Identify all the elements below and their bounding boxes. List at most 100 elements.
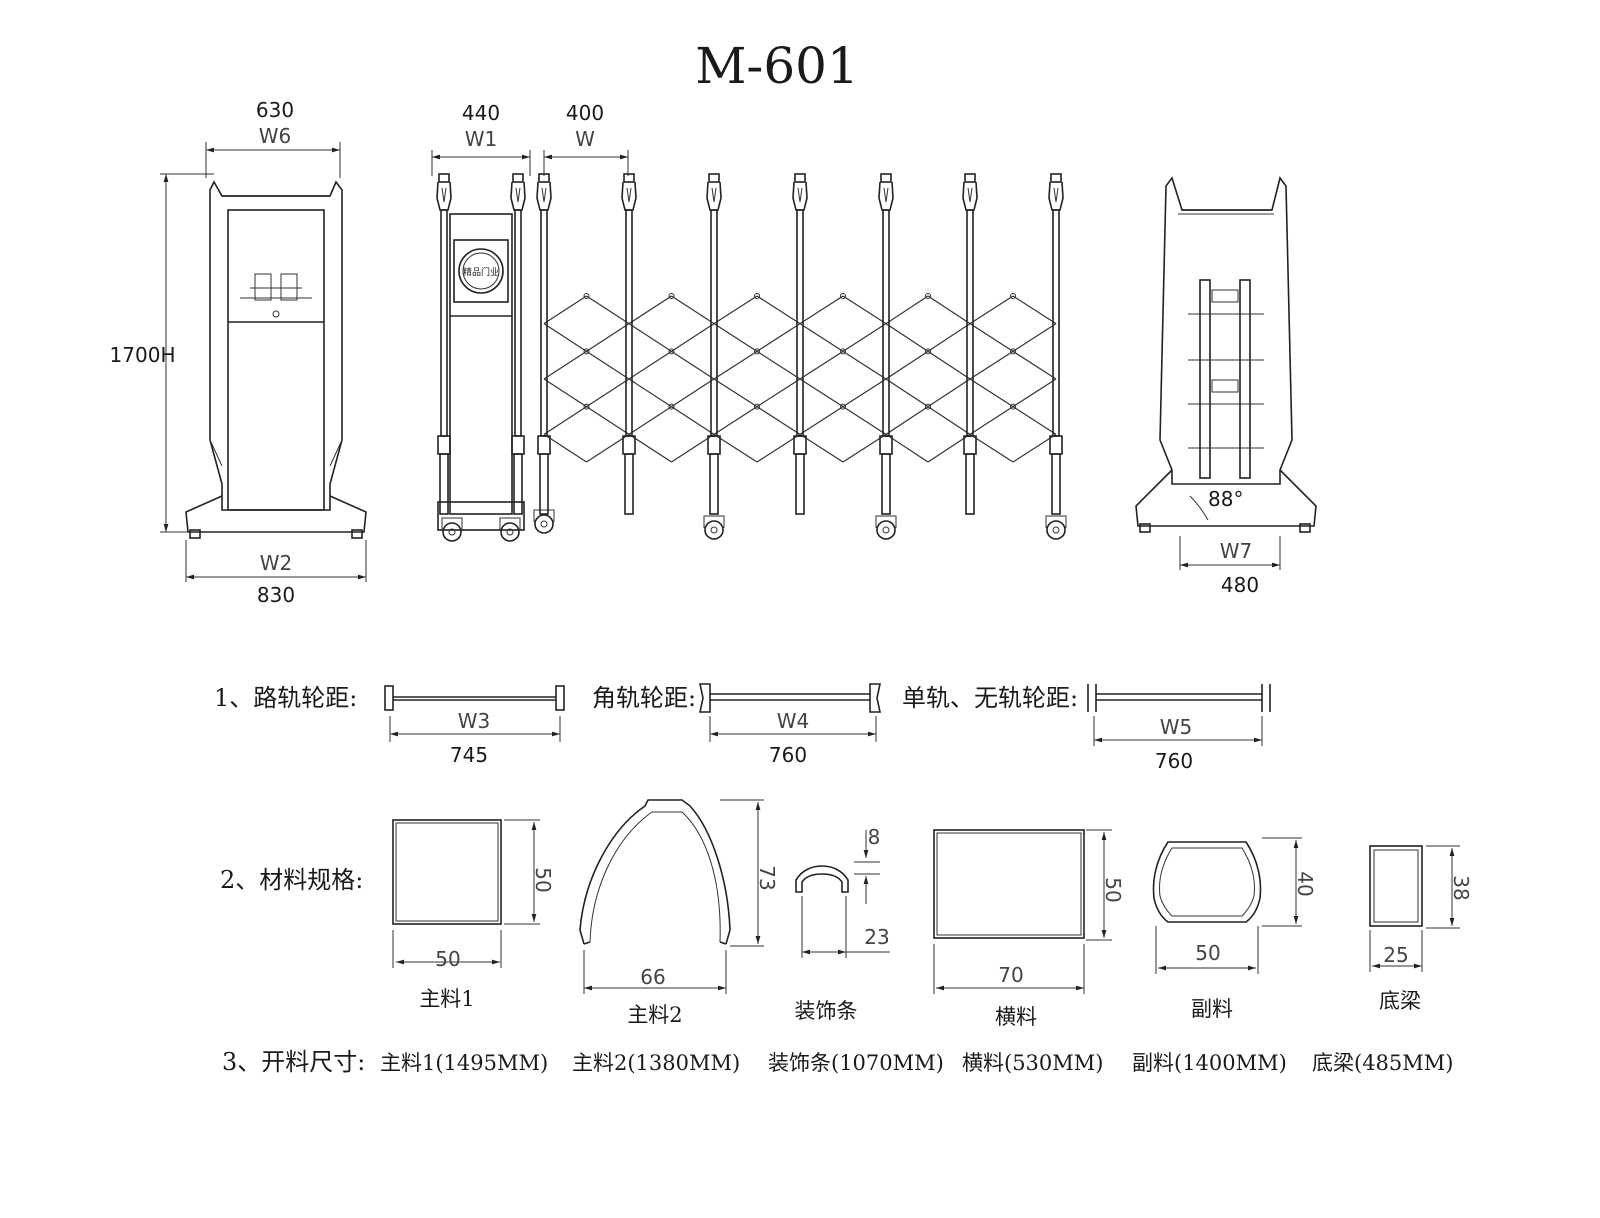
materials-row: 2、材料规格: 50 50 主料1 66 73 主料2 8: [220, 799, 1473, 1029]
sub-height: 40: [1293, 871, 1317, 896]
single-track-title: 单轨、无轨轮距:: [902, 684, 1078, 712]
cutting-item-cross: 横料(530MM): [962, 1051, 1103, 1075]
front-view: 630 W6 1700 H W2 830: [110, 98, 367, 607]
lattice-bar: [799, 378, 844, 408]
lattice-bar: [713, 323, 758, 352]
lattice-bar: [1012, 406, 1057, 435]
lattice-bar: [543, 406, 587, 435]
lattice-bar: [671, 406, 715, 435]
angle-label: 88°: [1208, 487, 1243, 511]
lattice-bar: [969, 406, 1014, 435]
lattice-bar: [628, 295, 672, 325]
w6-value: 630: [256, 98, 294, 122]
lattice-pivot: [583, 403, 590, 410]
w-value: 400: [566, 101, 604, 125]
lattice-bar: [885, 323, 929, 352]
w6-label: W6: [259, 124, 292, 148]
lattice-pivot: [754, 403, 760, 410]
w7-label: W7: [1220, 539, 1253, 563]
lattice-bar: [543, 378, 587, 408]
cross-width: 70: [998, 963, 1023, 987]
lattice-bar: [756, 406, 801, 435]
lattice-pivot: [583, 293, 590, 299]
main1-width: 50: [435, 947, 460, 971]
w4-value: 760: [769, 743, 807, 767]
lattice-bar: [628, 406, 672, 435]
lattice-bar: [543, 323, 587, 352]
lattice-pivot: [583, 348, 590, 355]
lattice-bar: [969, 350, 1014, 380]
lattice-bar: [1012, 378, 1057, 408]
lattice-pivot: [840, 293, 846, 299]
w1-value: 440: [462, 101, 500, 125]
lattice-bar: [628, 323, 672, 352]
lattice-bar: [842, 433, 887, 463]
lattice-pivot: [668, 403, 675, 410]
scissor-lattice: [543, 293, 1057, 463]
lattice-bar: [885, 433, 929, 463]
lattice-bar: [586, 433, 630, 463]
wheel-track-title: 1、路轨轮距:: [214, 684, 357, 712]
lattice-bar: [713, 378, 758, 408]
lattice-bar: [969, 295, 1014, 325]
lattice-bar: [1012, 295, 1057, 325]
lattice-bar: [628, 433, 672, 463]
w2-label: W2: [260, 551, 293, 575]
lattice-bar: [713, 350, 758, 380]
w5-label: W5: [1160, 715, 1193, 739]
main2-height: 73: [755, 865, 779, 890]
lattice-bar: [799, 350, 844, 380]
lattice-bar: [799, 433, 844, 463]
cutting-row: 3、开料尺寸: 主料1(1495MM) 主料2(1380MM) 装饰条(1070…: [222, 1048, 1453, 1076]
lattice-bar: [671, 433, 715, 463]
lattice-bar: [1012, 433, 1057, 463]
main2-caption: 主料2: [627, 1003, 682, 1027]
lattice-pivot: [925, 403, 931, 410]
end-view: 88° W7 480: [1135, 176, 1317, 597]
lattice-bar: [842, 295, 887, 325]
lattice-bar: [969, 323, 1014, 352]
lattice-bar: [1012, 350, 1057, 380]
lattice-bar: [628, 378, 672, 408]
w5-value: 760: [1155, 749, 1193, 773]
w-label: W: [575, 127, 595, 151]
lattice-bar: [756, 295, 801, 325]
lattice-bar: [927, 323, 971, 352]
lattice-bar: [885, 378, 929, 408]
lattice-bar: [927, 295, 971, 325]
lattice-bar: [885, 350, 929, 380]
lattice-bar: [586, 350, 630, 380]
lattice-bar: [927, 406, 971, 435]
lattice-bar: [799, 406, 844, 435]
lattice-bar: [586, 295, 630, 325]
w7-value: 480: [1221, 573, 1259, 597]
lattice-bar: [799, 295, 844, 325]
beam-width: 25: [1383, 943, 1408, 967]
lattice-bar: [543, 433, 587, 463]
lattice-bar: [713, 406, 758, 435]
lattice-bar: [671, 295, 715, 325]
drawing-title: M-601: [695, 37, 859, 95]
lattice-pivot: [754, 348, 760, 355]
sub-caption: 副料: [1191, 997, 1233, 1021]
lattice-pivot: [668, 293, 675, 299]
lattice-bar: [842, 406, 887, 435]
trim-caption: 装饰条: [795, 999, 858, 1023]
lattice-bar: [713, 433, 758, 463]
lattice-pivot: [754, 293, 760, 299]
lattice-bar: [671, 323, 715, 352]
cutting-item-sub: 副料(1400MM): [1132, 1051, 1287, 1075]
lattice-pivot: [840, 348, 846, 355]
lattice-bar: [628, 350, 672, 380]
lattice-bar: [756, 378, 801, 408]
materials-title: 2、材料规格:: [220, 866, 363, 894]
cross-caption: 横料: [995, 1005, 1037, 1029]
lattice-bar: [756, 350, 801, 380]
beam-height: 38: [1449, 875, 1473, 900]
lattice-bar: [842, 323, 887, 352]
lattice-bar: [671, 350, 715, 380]
w1-label: W1: [465, 127, 498, 151]
head-logo-text: 精品门业: [463, 266, 499, 278]
w3-label: W3: [458, 709, 491, 733]
height-label: H: [160, 343, 175, 367]
